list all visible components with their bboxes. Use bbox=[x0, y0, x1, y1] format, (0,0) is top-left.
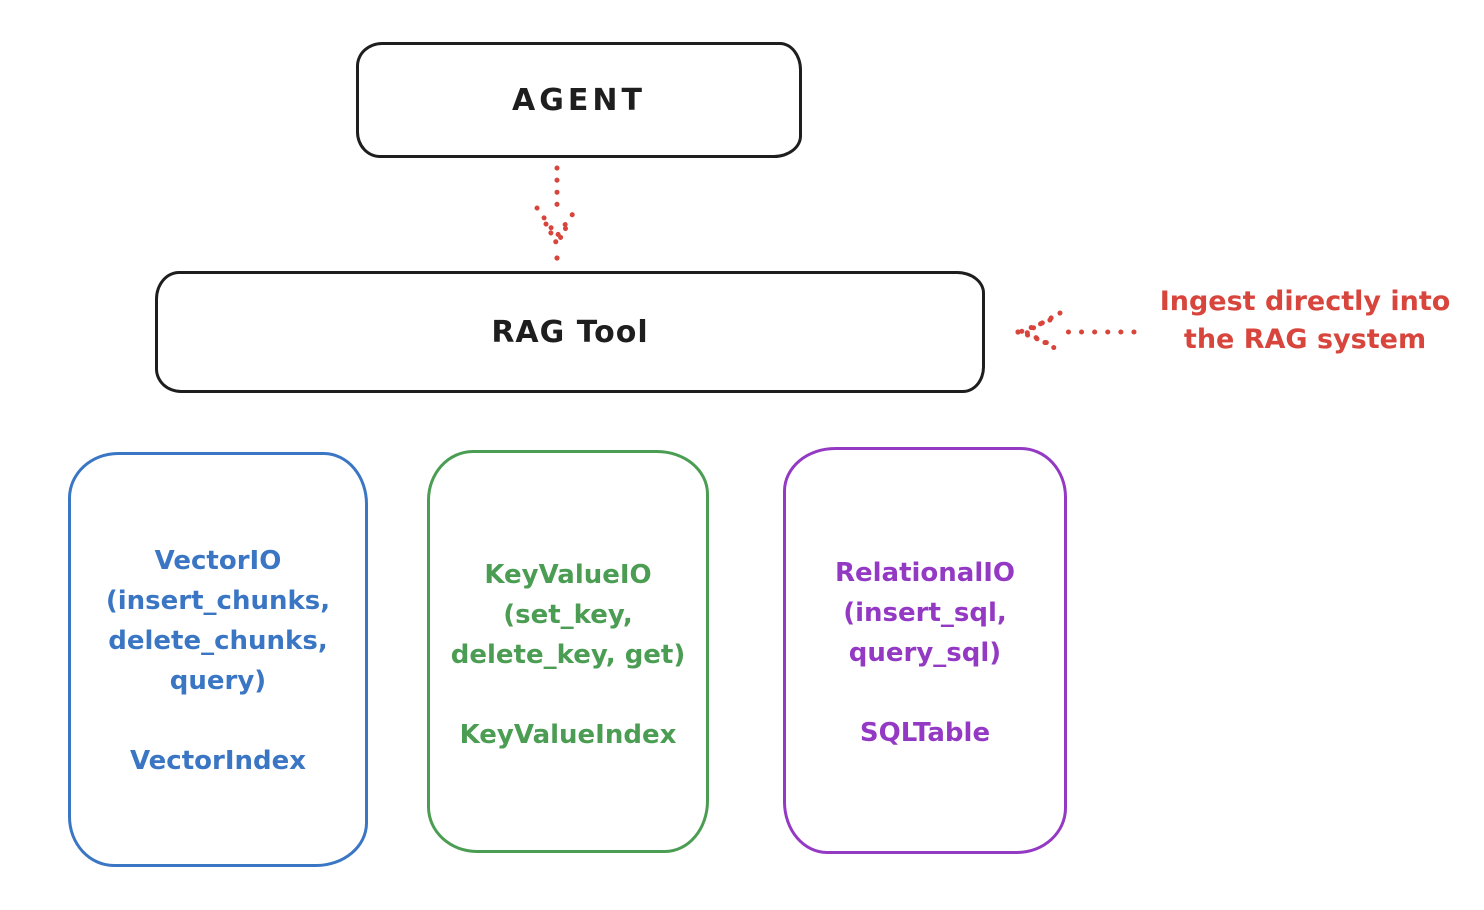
ingest-annotation: Ingest directly into the RAG system bbox=[1135, 283, 1475, 359]
sqltable-label: SQLTable bbox=[859, 718, 991, 748]
annotation-line-2: the RAG system bbox=[1183, 324, 1427, 355]
relational-io-box: RelationalIO (insert_sql, query_sql) SQL… bbox=[783, 447, 1067, 854]
vector-io-box: VectorIO (insert_chunks, delete_chunks, … bbox=[68, 452, 368, 867]
keyvalue-io-box: KeyValueIO (set_key, delete_key, get) Ke… bbox=[427, 450, 709, 853]
ingest-annotation-arrow-icon bbox=[1013, 310, 1137, 354]
agent-label: AGENT bbox=[512, 82, 646, 118]
keyvalue-io-line: (set_key, bbox=[503, 600, 633, 630]
vector-io-line: query) bbox=[169, 666, 267, 696]
rag-tool-box: RAG Tool bbox=[155, 271, 985, 393]
vector-io-line: (insert_chunks, bbox=[105, 586, 331, 616]
rag-tool-label: RAG Tool bbox=[491, 314, 649, 350]
relational-io-line: RelationalIO bbox=[834, 558, 1016, 588]
vector-index-label: VectorIndex bbox=[129, 746, 307, 776]
agent-box: AGENT bbox=[356, 42, 802, 158]
annotation-line-1: Ingest directly into bbox=[1159, 286, 1451, 317]
relational-io-line: (insert_sql, bbox=[843, 598, 1007, 628]
vector-io-line: VectorIO bbox=[154, 546, 282, 576]
keyvalue-io-line: delete_key, get) bbox=[450, 640, 686, 670]
keyvalue-io-line: KeyValueIO bbox=[484, 560, 652, 590]
keyvalue-index-label: KeyValueIndex bbox=[459, 720, 677, 750]
vector-io-line: delete_chunks, bbox=[108, 626, 328, 656]
agent-to-rag-arrow-icon bbox=[534, 165, 580, 261]
relational-io-line: query_sql) bbox=[848, 638, 1002, 668]
